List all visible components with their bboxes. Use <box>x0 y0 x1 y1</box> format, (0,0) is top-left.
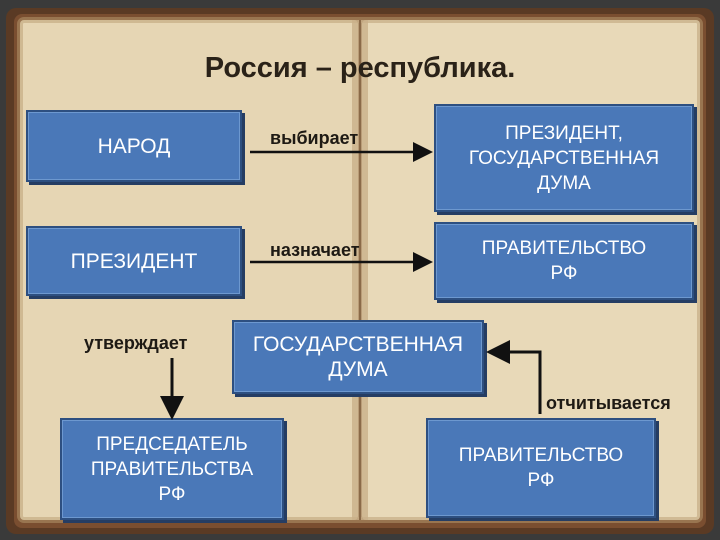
node-president-duma: ПРЕЗИДЕНТ, ГОСУДАРСТВЕННАЯ ДУМА <box>434 104 694 212</box>
edge-label-approves: утверждает <box>84 333 188 353</box>
node-narod: НАРОД <box>26 110 242 182</box>
edge-label-reports: отчитывается <box>546 393 671 413</box>
edge-label-appoints: назначает <box>270 240 360 260</box>
node-duma: ГОСУДАРСТВЕННАЯ ДУМА <box>232 320 484 394</box>
node-government-top: ПРАВИТЕЛЬСТВО РФ <box>434 222 694 300</box>
edge-label-elects: выбирает <box>270 128 359 148</box>
node-president: ПРЕЗИДЕНТ <box>26 226 242 296</box>
page-title: Россия – республика. <box>204 52 516 84</box>
node-chairman: ПРЕДСЕДАТЕЛЬ ПРАВИТЕЛЬСТВА РФ <box>60 418 284 520</box>
node-government-bottom: ПРАВИТЕЛЬСТВО РФ <box>426 418 656 518</box>
